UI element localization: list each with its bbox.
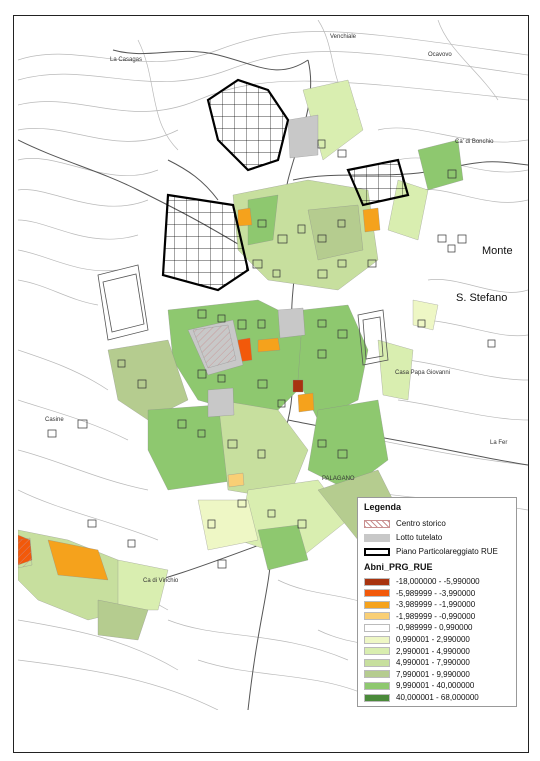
legend-swatch [364,533,390,542]
legend-class-swatch [364,589,390,598]
legend-class-label: -18,000000 - -5,990000 [396,577,480,586]
label-palagano: PALAGANO [322,476,355,482]
legend-item-centro-storico: Centro storico [364,518,446,529]
label-s-stefano: S. Stefano [456,292,508,304]
legend-swatch [364,519,390,528]
legend-class-row: 9,990001 - 40,000000 [364,680,474,691]
legend-class-label: -5,989999 - -3,990000 [396,588,476,598]
legend-swatch [364,547,390,556]
zones [18,79,464,641]
legend-item-piano-particolareggiato: Piano Particolareggiato RUE [364,546,498,557]
legend-class-swatch [364,693,390,702]
map-area[interactable] [18,20,528,710]
legend-class-row: 2,990001 - 4,990000 [364,646,470,657]
legend-class-label: 0,990001 - 2,990000 [396,635,470,644]
piano-particolareggiato [161,78,410,292]
legend-class-label: -1,989999 - -0,990000 [396,611,476,621]
legend-class-label: 4,990001 - 7,990000 [396,658,470,668]
legend-class-swatch [364,635,390,644]
label-casa-papa-giovanni: Casa Papa Giovanni [395,370,451,376]
legend: Legenda Centro storico Lotto tutelato Pi… [357,497,517,707]
legend-title: Legenda [364,502,402,512]
legend-class-row: 40,000001 - 68,000000 [364,692,479,703]
legend-class-swatch [364,658,390,667]
legend-item-label: Lotto tutelato [396,533,443,542]
label-la-fer: La Fer [490,440,508,446]
buildings [47,139,496,569]
legend-class-swatch [364,647,390,656]
label-ca-di-vinchio: Ca di Vinchio [143,578,179,584]
legend-class-row: -3,989999 - -1,990000 [364,599,475,610]
legend-class-label: 7,990001 - 9,990000 [396,669,470,679]
contour-lines [18,20,528,710]
legend-class-row: -1,989999 - -0,990000 [364,611,475,622]
legend-class-title: Abni_PRG_RUE [364,562,433,572]
legend-class-swatch [364,623,390,632]
label-venchiale: Venchiale [330,34,357,40]
legend-class-label: -3,989999 - -1,990000 [396,600,476,610]
sports-fields [97,264,389,366]
legend-class-row: 0,990001 - 2,990000 [364,634,470,645]
legend-item-label: Centro storico [396,519,446,528]
legend-class-swatch [364,600,390,609]
legend-class-row: -0,989999 - 0,990000 [364,622,473,633]
legend-item-label: Piano Particolareggiato RUE [396,547,498,556]
label-ca-di-bonchio: Ca' di Bonchio [455,139,494,145]
legend-class-label: -0,989999 - 0,990000 [396,623,473,633]
legend-class-row: 7,990001 - 9,990000 [364,669,470,680]
legend-class-swatch [364,681,390,690]
legend-class-label: 9,990001 - 40,000000 [396,681,475,691]
legend-class-swatch [364,577,390,586]
legend-class-row: -5,989999 - -3,990000 [364,588,475,599]
legend-class-row: -18,000000 - -5,990000 [364,576,480,587]
legend-class-label: 40,000001 - 68,000000 [396,693,479,702]
legend-item-lotto-tutelato: Lotto tutelato [364,532,442,543]
legend-class-row: 4,990001 - 7,990000 [364,657,470,668]
label-la-casagas: La Casagas [110,57,143,63]
label-monte: Monte [482,245,513,257]
label-ocavovo: Ocavovo [428,52,452,58]
map-canvas [18,20,528,710]
legend-class-swatch [364,670,390,679]
legend-class-label: 2,990001 - 4,990000 [396,646,470,656]
legend-class-swatch [364,612,390,621]
label-casine: Casine [45,417,64,423]
